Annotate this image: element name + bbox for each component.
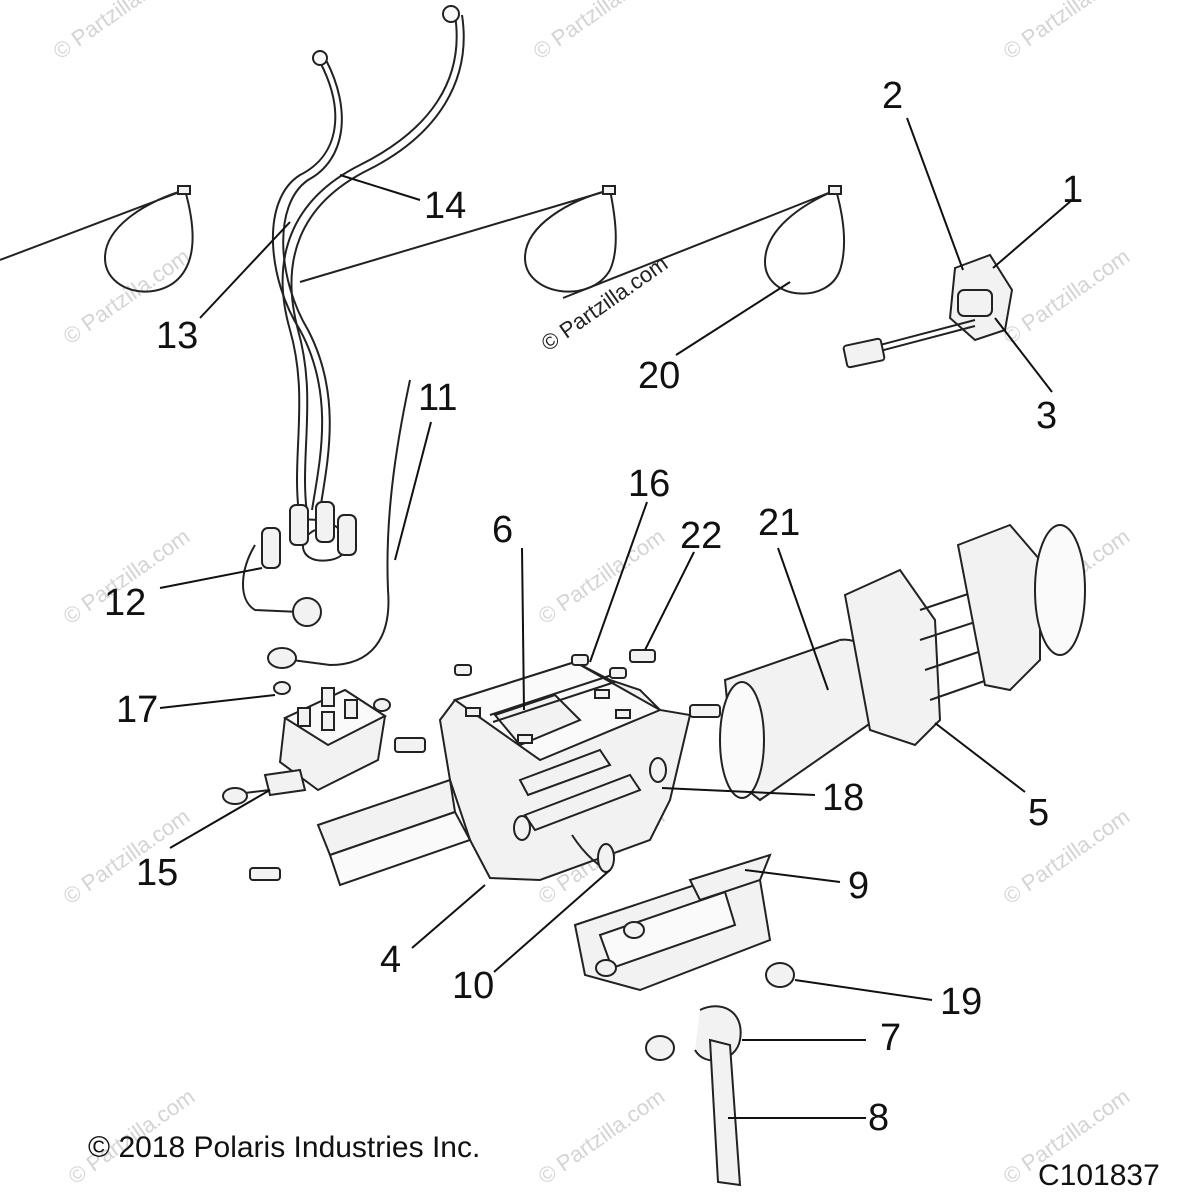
callout-10[interactable]: 10 xyxy=(452,965,494,1007)
watermark: © Partzilla.com xyxy=(49,0,185,64)
contactor xyxy=(222,681,426,805)
leader-lines xyxy=(159,117,1073,1119)
callout-12[interactable]: 12 xyxy=(104,582,146,624)
fasteners xyxy=(249,649,721,881)
callout-6[interactable]: 6 xyxy=(492,509,513,551)
callout-13[interactable]: 13 xyxy=(156,315,198,357)
callout-19[interactable]: 19 xyxy=(940,981,982,1023)
callout-5[interactable]: 5 xyxy=(1028,792,1049,834)
watermark: © Partzilla.com xyxy=(534,524,670,630)
callout-20[interactable]: 20 xyxy=(638,355,680,397)
callout-1[interactable]: 1 xyxy=(1062,169,1083,211)
watermark: © Partzilla.com xyxy=(534,1084,670,1190)
callout-3[interactable]: 3 xyxy=(1036,395,1057,437)
callout-2[interactable]: 2 xyxy=(882,75,903,117)
watermark: © Partzilla.com xyxy=(999,0,1135,64)
winch-motor xyxy=(719,523,1086,802)
watermark: © Partzilla.com xyxy=(999,804,1135,910)
watermark: © Partzilla.com xyxy=(529,0,665,64)
watermark: © Partzilla.com xyxy=(537,251,673,357)
hook-and-strap xyxy=(694,1005,742,1187)
callout-21[interactable]: 21 xyxy=(758,502,800,544)
callout-17[interactable]: 17 xyxy=(116,689,158,731)
callout-18[interactable]: 18 xyxy=(822,777,864,819)
callout-14[interactable]: 14 xyxy=(424,185,466,227)
mounting-plate xyxy=(316,660,692,887)
callout-9[interactable]: 9 xyxy=(848,865,869,907)
callout-22[interactable]: 22 xyxy=(680,515,722,557)
callout-15[interactable]: 15 xyxy=(136,852,178,894)
winch-switch xyxy=(842,253,1014,369)
callout-16[interactable]: 16 xyxy=(628,463,670,505)
diagram-code: C101837 xyxy=(1038,1159,1160,1192)
wire-harness xyxy=(242,379,411,669)
callout-11[interactable]: 11 xyxy=(418,377,457,419)
copyright-notice: © 2018 Polaris Industries Inc. xyxy=(88,1131,480,1164)
battery-cables xyxy=(272,5,465,521)
callout-labels: 1 2 3 4 5 6 7 8 9 10 11 12 13 14 15 16 1… xyxy=(104,75,1083,1139)
callout-4[interactable]: 4 xyxy=(380,939,401,981)
roller-fairlead xyxy=(571,834,795,1061)
callout-8[interactable]: 8 xyxy=(868,1097,889,1139)
callout-7[interactable]: 7 xyxy=(880,1017,901,1059)
watermark: © Partzilla.com xyxy=(999,244,1135,350)
cable-ties xyxy=(0,185,846,299)
